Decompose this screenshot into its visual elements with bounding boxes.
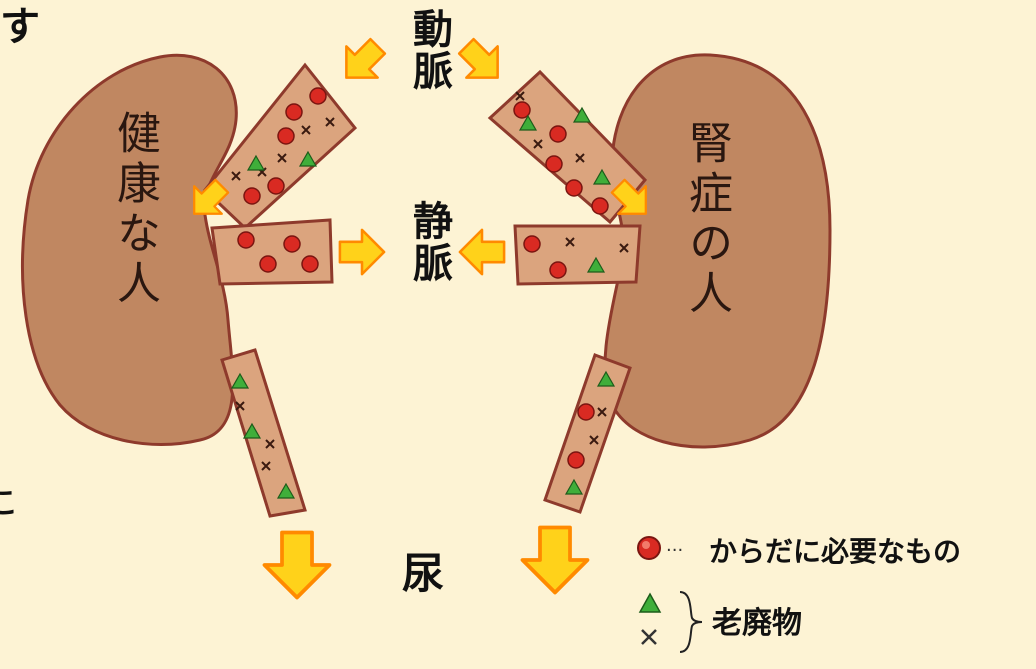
- legend-needed-label: からだに必要なもの: [709, 530, 961, 570]
- legend-dot-highlight: [642, 541, 650, 549]
- needed-dot: [524, 236, 540, 252]
- healthy-vein-vessel: [212, 220, 332, 284]
- needed-dot: [578, 404, 594, 420]
- nephropathy-ureter-vessel: [545, 355, 630, 512]
- needed-dot: [566, 180, 582, 196]
- artery-label: 動脈: [400, 8, 458, 92]
- needed-dot: [244, 188, 260, 204]
- needed-dot: [286, 104, 302, 120]
- needed-dot: [268, 178, 284, 194]
- vein-label: 静脈: [400, 200, 458, 284]
- needed-dot: [592, 198, 608, 214]
- edge-char-left: こ: [0, 478, 18, 522]
- artery-arrow-right: [451, 31, 514, 94]
- needed-dot: [568, 452, 584, 468]
- edge-char-top: す: [0, 0, 40, 52]
- needed-dot: [310, 88, 326, 104]
- needed-dot: [284, 236, 300, 252]
- legend-brace-icon: [680, 592, 702, 652]
- nephropathy-person-label: 腎症の人: [674, 120, 738, 320]
- needed-dot: [278, 128, 294, 144]
- healthy-ureter-vessel: [222, 350, 305, 516]
- needed-dot: [238, 232, 254, 248]
- needed-dot: [550, 126, 566, 142]
- legend-waste-label: 老廃物: [712, 598, 802, 642]
- healthy-person-label: 健康な人: [102, 110, 166, 310]
- urine-label: 尿: [402, 540, 444, 601]
- nephropathy-vein-arrow: [460, 230, 504, 274]
- needed-dot: [302, 256, 318, 272]
- nephropathy-urine-arrow: [523, 528, 588, 593]
- legend-symbols: ···: [638, 537, 702, 652]
- healthy-vein-arrow: [340, 230, 384, 274]
- needed-dot: [260, 256, 276, 272]
- needed-dot: [546, 156, 562, 172]
- nephropathy-vein-vessel: [515, 226, 640, 284]
- legend-dotted-leader: ···: [666, 540, 683, 561]
- needed-dot: [550, 262, 566, 278]
- legend-waste-triangle-icon: [640, 594, 660, 612]
- healthy-urine-arrow: [265, 533, 330, 598]
- legend-needed-dot-icon: [638, 537, 660, 559]
- artery-arrow-left: [331, 31, 394, 94]
- legend-waste-cross-icon: [642, 630, 656, 644]
